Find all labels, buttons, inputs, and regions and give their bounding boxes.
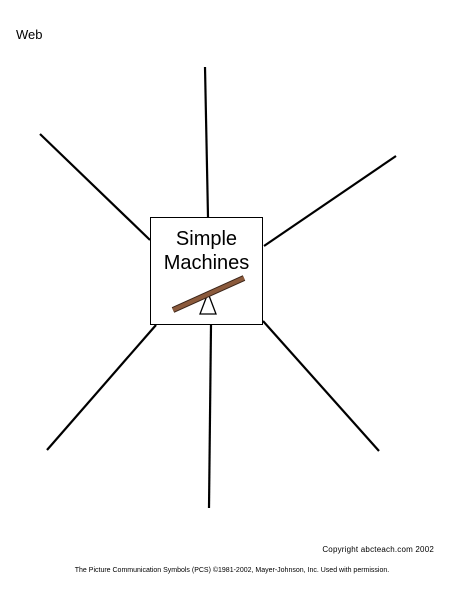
pcs-credit-text: The Picture Communication Symbols (PCS) …	[74, 567, 390, 574]
fulcrum-triangle	[199, 291, 217, 315]
spoke-lower-left	[46, 324, 157, 451]
spoke-upper-right	[263, 155, 397, 247]
spoke-upper-left	[39, 133, 151, 241]
center-topic-box: Simple Machines	[150, 217, 263, 325]
spoke-top	[203, 66, 210, 218]
page-title: Web	[16, 27, 43, 42]
copyright-text: Copyright abcteach.com 2002	[322, 545, 434, 554]
spoke-lower-right	[262, 320, 380, 452]
center-title-line-2: Machines	[163, 252, 250, 274]
spoke-bottom	[207, 324, 213, 509]
center-title-line-1: Simple	[175, 228, 238, 250]
seesaw-lever-icon	[171, 275, 246, 315]
lever-plank	[172, 276, 245, 312]
